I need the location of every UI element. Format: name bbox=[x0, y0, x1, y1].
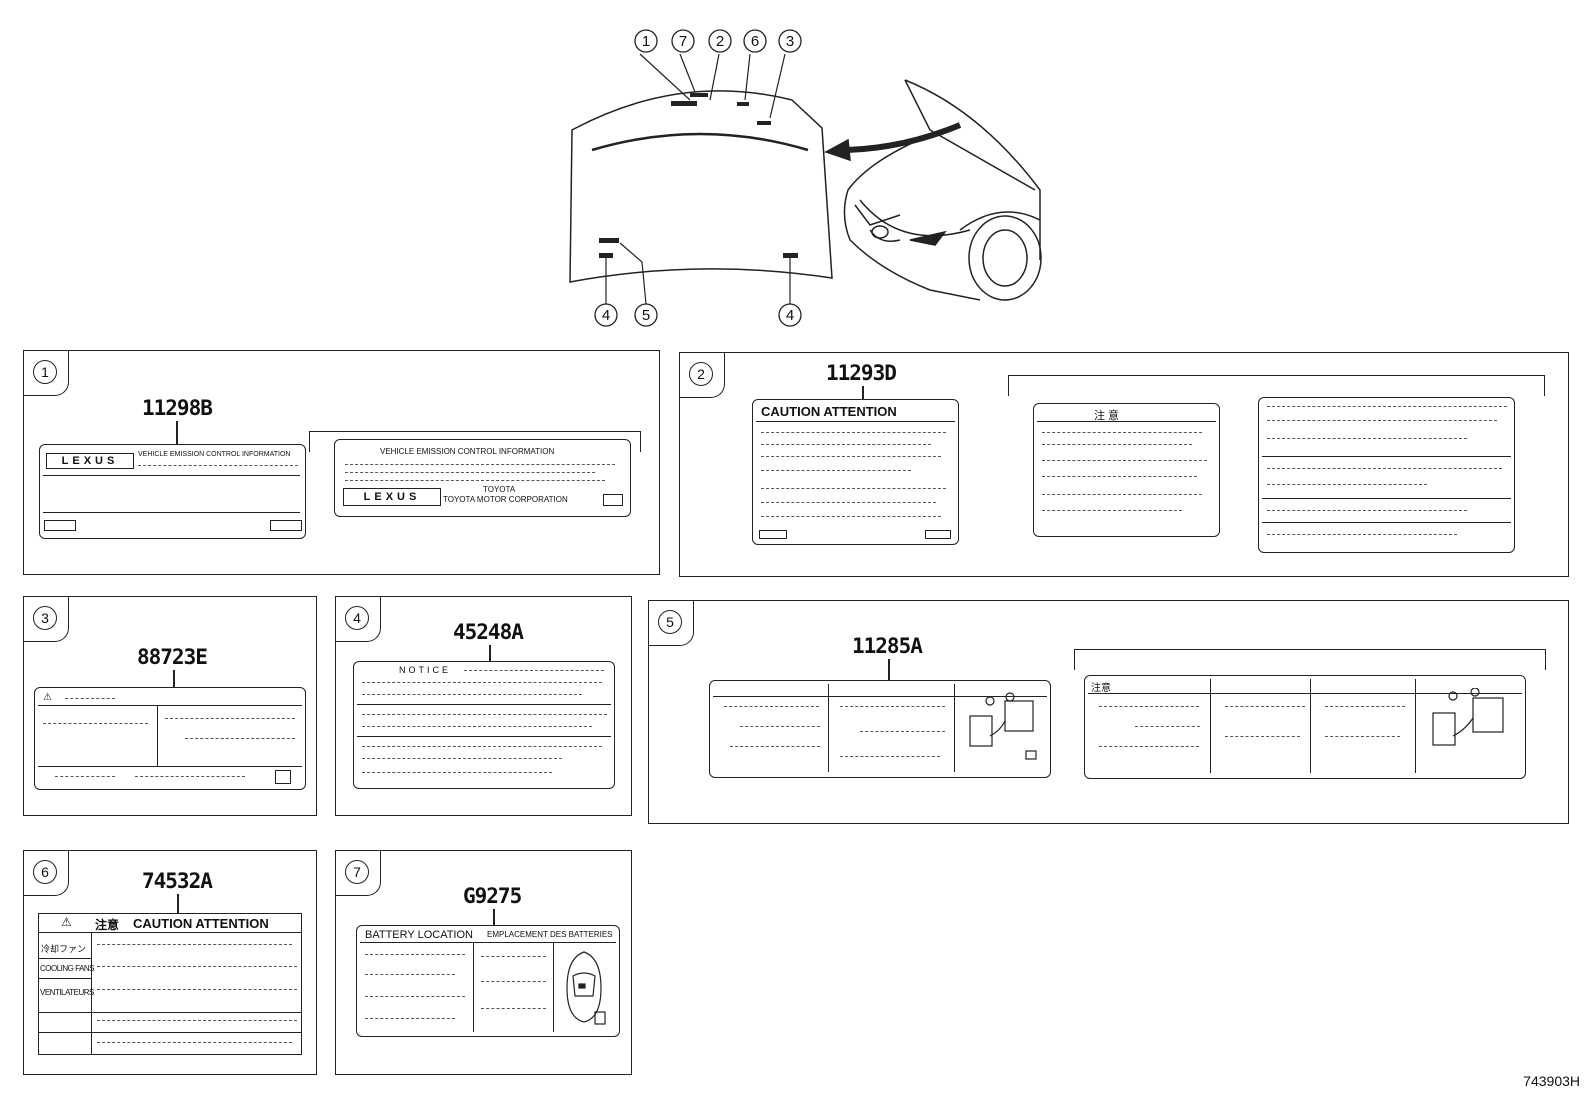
fan-header: CAUTION ATTENTION bbox=[133, 916, 269, 931]
caution-header-jp: 注 意 bbox=[1094, 410, 1120, 422]
warning-label: ⚠ bbox=[34, 687, 306, 790]
fan-row-en: COOLING FANS bbox=[40, 964, 95, 973]
label-line: VEHICLE EMISSION CONTROL INFORMATION bbox=[138, 451, 291, 458]
part-number: 11285A bbox=[852, 634, 923, 658]
radiator-illustration bbox=[969, 692, 1037, 760]
panel-number: 2 bbox=[680, 353, 725, 398]
part-number: 11298B bbox=[142, 396, 213, 420]
callout-5: 5 bbox=[642, 307, 650, 324]
callout-3: 3 bbox=[786, 33, 794, 50]
label-title: VEHICLE EMISSION CONTROL INFORMATION bbox=[380, 447, 555, 456]
notice-header: NOTICE bbox=[399, 665, 452, 675]
lexus-logo: LEXUS bbox=[343, 488, 441, 506]
panel-number: 5 bbox=[649, 601, 694, 646]
panel-2: 2 11293D CAUTION ATTENTION 注 意 bbox=[679, 352, 1569, 577]
panel-number: 4 bbox=[336, 597, 381, 642]
callout-4-right: 4 bbox=[786, 307, 794, 324]
panel-6: 6 74532A ⚠ 注意 CAUTION ATTENTION 冷却ファン CO… bbox=[23, 850, 317, 1075]
callout-7: 7 bbox=[679, 33, 687, 50]
callout-2: 2 bbox=[716, 33, 724, 50]
caution-header: CAUTION ATTENTION bbox=[761, 404, 897, 419]
notice-label: NOTICE bbox=[353, 661, 615, 789]
fan-row-jp: 冷却ファン bbox=[41, 944, 87, 954]
maker-short: TOYOTA bbox=[483, 485, 516, 494]
radiator-illustration bbox=[1432, 688, 1504, 746]
panel-7: 7 G9275 BATTERY LOCATION EMPLACEMENT DES… bbox=[335, 850, 632, 1075]
callout-4-left: 4 bbox=[602, 307, 610, 324]
maker: TOYOTA MOTOR CORPORATION bbox=[443, 495, 568, 504]
coolant-label bbox=[709, 680, 1051, 778]
emission-label: LEXUS VEHICLE EMISSION CONTROL INFORMATI… bbox=[39, 444, 306, 539]
coolant-label-jp: 注意 bbox=[1084, 675, 1526, 779]
panel-number: 6 bbox=[24, 851, 69, 896]
caution-label-jp: 注 意 bbox=[1033, 403, 1220, 537]
panel-number: 1 bbox=[24, 351, 69, 396]
part-number: 88723E bbox=[137, 645, 208, 669]
panel-number: 7 bbox=[336, 851, 381, 896]
caution-label: CAUTION ATTENTION bbox=[752, 399, 959, 545]
callout-6: 6 bbox=[751, 33, 759, 50]
emission-label-variant: VEHICLE EMISSION CONTROL INFORMATION LEX… bbox=[334, 439, 631, 517]
callout-1: 1 bbox=[642, 33, 650, 50]
fan-header-jp: 注意 bbox=[95, 918, 120, 932]
part-number: 45248A bbox=[453, 620, 524, 644]
panel-4: 4 45248A NOTICE bbox=[335, 596, 632, 816]
part-number: 11293D bbox=[826, 361, 897, 385]
panel-number: 3 bbox=[24, 597, 69, 642]
battery-location-title-fr: EMPLACEMENT DES BATTERIES bbox=[487, 930, 613, 939]
battery-label: BATTERY LOCATION EMPLACEMENT DES BATTERI… bbox=[356, 925, 620, 1037]
caution-label-multi bbox=[1258, 397, 1515, 553]
fan-row-fr: VENTILATEURS bbox=[40, 988, 94, 997]
coolant-header-jp: 注意 bbox=[1091, 683, 1111, 694]
part-number: G9275 bbox=[463, 884, 522, 908]
part-number: 74532A bbox=[142, 869, 213, 893]
battery-location-title: BATTERY LOCATION bbox=[365, 929, 473, 941]
panel-1: 1 11298B LEXUS VEHICLE EMISSION CONTROL … bbox=[23, 350, 660, 575]
lexus-logo: LEXUS bbox=[46, 453, 134, 469]
hood-illustration: 1 7 2 6 3 4 5 4 bbox=[569, 29, 1042, 327]
panel-5: 5 11285A 注意 bbox=[648, 600, 1569, 824]
drawing-number: 743903H bbox=[1523, 1073, 1580, 1089]
fan-caution-label: ⚠ 注意 CAUTION ATTENTION 冷却ファン COOLING FAN… bbox=[38, 913, 302, 1055]
car-top-view-icon bbox=[566, 951, 606, 1025]
panel-3: 3 88723E ⚠ bbox=[23, 596, 317, 816]
